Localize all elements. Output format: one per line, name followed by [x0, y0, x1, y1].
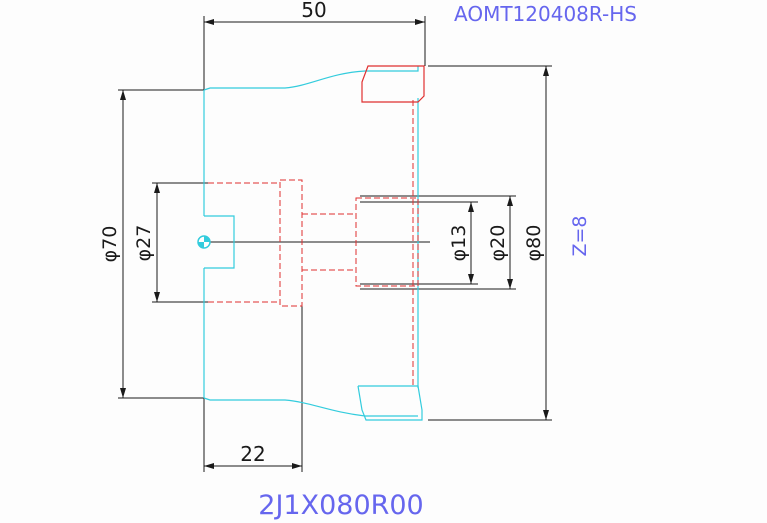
upper-insert — [361, 65, 425, 103]
arrowheads — [120, 19, 549, 469]
cutter-profile — [203, 66, 423, 421]
hidden-features — [208, 100, 419, 386]
dim-bore-diameter: φ27 — [133, 225, 155, 262]
dim-overall-length: 50 — [301, 0, 326, 22]
dim-body-diameter: φ70 — [99, 226, 121, 263]
dim-cutting-diameter: φ80 — [523, 225, 545, 262]
dim-hub-length: 22 — [240, 442, 265, 466]
center-marker-icon — [197, 235, 211, 249]
dim-counterbore: φ20 — [487, 225, 509, 262]
part-number-label: 2J1X080R00 — [258, 490, 423, 521]
dim-small-bore: φ13 — [448, 225, 470, 262]
teeth-count-label: Z=8 — [569, 215, 591, 256]
dimension-lines — [118, 16, 552, 472]
insert-code-label: AOMT120408R-HS — [454, 2, 637, 26]
